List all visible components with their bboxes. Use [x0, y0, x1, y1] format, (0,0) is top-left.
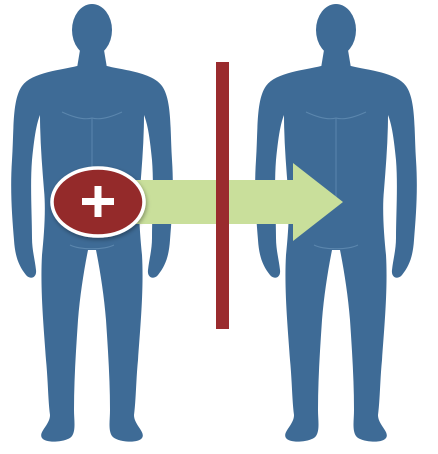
positive-badge: [52, 168, 144, 236]
barrier-line: [216, 62, 229, 329]
